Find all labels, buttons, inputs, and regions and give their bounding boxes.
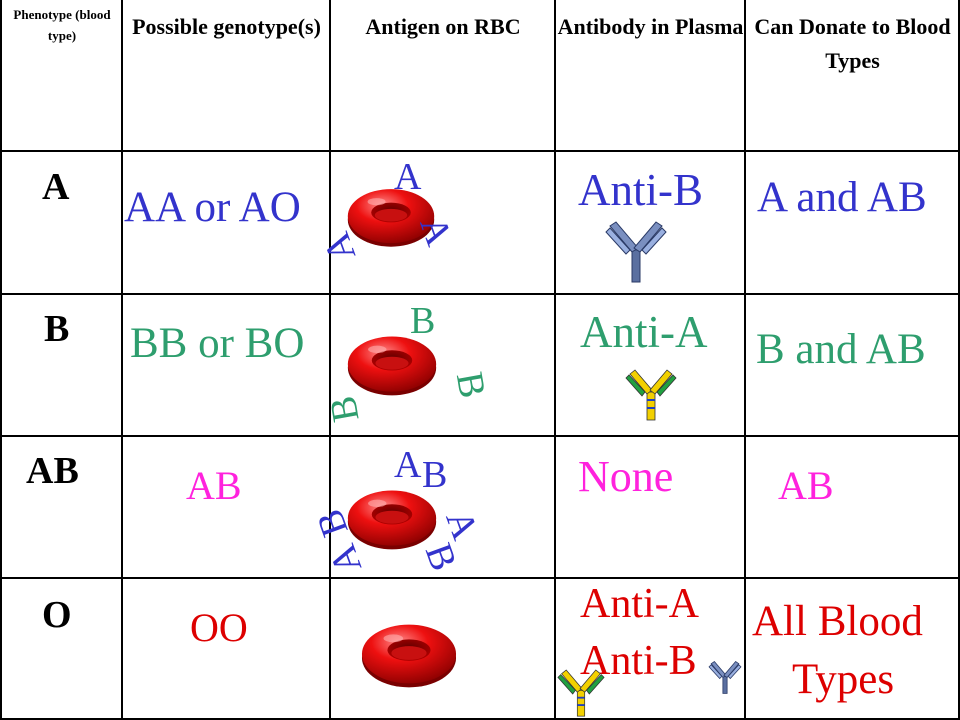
header-genotype: Possible genotype(s) [132, 14, 321, 39]
genotype-a: AA or AO [124, 184, 301, 231]
anti-b-antibody-icon [605, 221, 667, 283]
antibody-o-line1: Anti-A [580, 581, 699, 627]
header-antigen: Antigen on RBC [365, 14, 521, 39]
donate-o-line1: All Blood [752, 598, 923, 645]
antigen-label: B [422, 454, 448, 496]
genotype-ab: AB [186, 463, 242, 508]
antibody-ab-row: None [578, 452, 674, 501]
header-donate: Can Donate to Blood Types [754, 14, 951, 73]
genotype-o: OO [190, 605, 248, 650]
header-phenotype: Phenotype (blood type) [13, 7, 111, 43]
donate-o-line2: Types [792, 656, 895, 703]
antigen-label: A [394, 156, 422, 198]
antibody-a-row: Anti-B [578, 165, 704, 215]
anti-a-antibody-icon [557, 669, 605, 717]
header-antibody: Antibody in Plasma [557, 14, 744, 39]
genotype-b: BB or BO [130, 320, 305, 367]
red-blood-cell-icon [360, 620, 458, 690]
anti-b-antibody-icon [708, 661, 742, 694]
antibody-b-row: Anti-A [580, 307, 708, 357]
donate-a: A and AB [757, 174, 927, 221]
phenotype-a: A [42, 166, 70, 208]
donate-b: B and AB [756, 326, 926, 373]
phenotype-o: O [42, 594, 72, 636]
phenotype-ab: AB [26, 450, 79, 492]
antigen-label: B [410, 300, 436, 342]
antigen-label: A [394, 444, 422, 486]
phenotype-b: B [44, 308, 70, 350]
donate-ab: AB [778, 463, 834, 508]
anti-a-antibody-icon [625, 369, 677, 421]
